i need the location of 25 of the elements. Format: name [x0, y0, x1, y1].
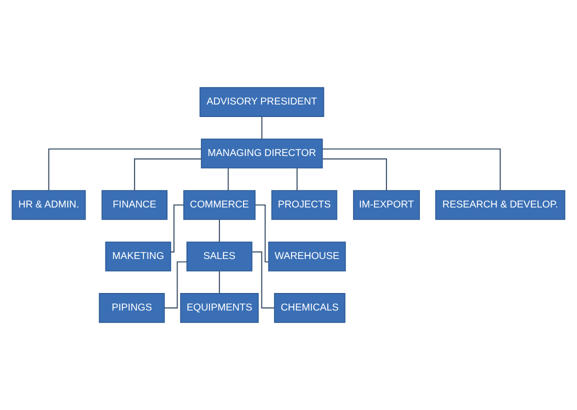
node-box: FINANCE: [102, 190, 168, 220]
connector: [261, 116, 262, 140]
connector: [48, 148, 202, 190]
connector: [218, 220, 220, 242]
node-box: MAKETING: [105, 242, 172, 272]
node-box: HR & ADMIN.: [12, 190, 86, 220]
node-box: CHEMICALS: [274, 293, 346, 323]
connector: [296, 168, 298, 191]
node-box: IM-EXPORT: [353, 190, 420, 220]
node-box: PROJECTS: [271, 190, 338, 220]
node-box: COMMERCE: [183, 190, 256, 220]
connector: [134, 158, 202, 190]
connector: [322, 148, 501, 190]
connector: [322, 158, 388, 190]
node-box: WAREHOUSE: [268, 242, 346, 272]
node-box: PIPINGS: [98, 293, 165, 323]
node-box: RESEARCH & DEVELOP.: [435, 190, 566, 220]
connector: [218, 271, 220, 294]
node-box: ADVISORY PRESIDENT: [200, 87, 324, 117]
node-box: MANAGING DIRECTOR: [200, 138, 323, 168]
connector: [170, 204, 184, 252]
connector: [255, 204, 268, 262]
node-box: SALES: [186, 242, 252, 272]
node-box: EQUIPMENTS: [180, 293, 259, 323]
connector: [228, 168, 229, 191]
